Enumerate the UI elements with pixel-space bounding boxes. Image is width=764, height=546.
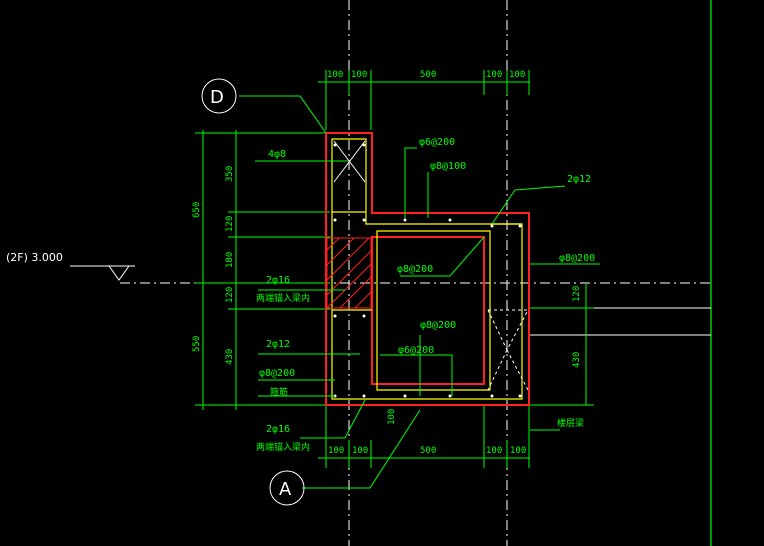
level-mark: (2F) 3.000 <box>6 251 63 264</box>
dim-bottom-4: 100 <box>486 446 502 456</box>
grid-bubble-d <box>201 78 237 114</box>
label-left-2phi12: 2φ12 <box>266 339 290 350</box>
label-corner-bars: 2φ12 <box>567 174 591 185</box>
dim-right-2: 430 <box>572 352 582 368</box>
dim-bottom-3: 500 <box>420 446 436 456</box>
label-dim-small: 100 <box>387 409 397 425</box>
grid-label-d: D <box>210 87 224 108</box>
label-anchor-note: 两端锚入梁内 <box>256 292 310 304</box>
label-inner-stirrup2: φ6@200 <box>398 345 434 356</box>
label-inner-stirrup: φ8@200 <box>420 320 456 331</box>
grid-bubble-a <box>269 470 305 506</box>
dim-bottom-5: 100 <box>510 446 526 456</box>
dimension-left: 350 120 180 120 430 650 550 <box>192 130 330 410</box>
label-ring-beam: 楼层梁 <box>557 417 584 429</box>
dim-left-2: 120 <box>225 216 235 232</box>
dim-left-total-2: 550 <box>192 336 202 352</box>
inner-opening <box>371 236 485 385</box>
rebar-outline-inner <box>376 230 491 391</box>
dim-left-1: 350 <box>225 166 235 182</box>
label-bars-2phi6: 2φ16 <box>266 275 290 286</box>
dim-left-3: 180 <box>225 252 235 268</box>
label-stirrup-top: φ6@200 <box>419 137 455 148</box>
label-right-stirrup: φ8@200 <box>559 253 595 264</box>
label-left-stirrup: φ8@200 <box>259 368 295 379</box>
dim-top-3: 500 <box>420 70 436 80</box>
dimension-right: 120 430 <box>530 283 594 406</box>
dim-top-5: 100 <box>509 70 525 80</box>
beam-outline <box>325 132 530 406</box>
dim-left-total-1: 650 <box>192 202 202 218</box>
level-symbol <box>70 265 135 281</box>
label-mid-stirrup: φ8@200 <box>397 264 433 275</box>
dim-left-4: 120 <box>225 287 235 303</box>
dim-top-1: 100 <box>327 70 343 80</box>
dim-left-5: 430 <box>225 349 235 365</box>
label-bottom-note: 两端锚入梁内 <box>256 441 310 453</box>
dimension-top: 100 100 500 100 100 <box>318 70 530 130</box>
dim-top-4: 100 <box>486 70 502 80</box>
dimension-bottom: 100 100 500 100 100 <box>318 405 530 468</box>
dim-right-1: 120 <box>572 286 582 302</box>
label-left-note: 箍筋 <box>270 386 288 398</box>
dim-bottom-2: 100 <box>352 446 368 456</box>
grid-label-a: A <box>279 479 292 500</box>
label-main-bars: 4φ8 <box>268 149 286 160</box>
column-x-symbol <box>333 140 366 183</box>
hidden-column-symbol <box>487 309 529 391</box>
dim-bottom-1: 100 <box>328 446 344 456</box>
leader-lines <box>239 95 600 489</box>
label-bottom-2phi6: 2φ16 <box>266 424 290 435</box>
hatched-section <box>326 237 372 309</box>
label-stirrup-top2: φ8@100 <box>430 161 466 172</box>
dim-top-2: 100 <box>351 70 367 80</box>
